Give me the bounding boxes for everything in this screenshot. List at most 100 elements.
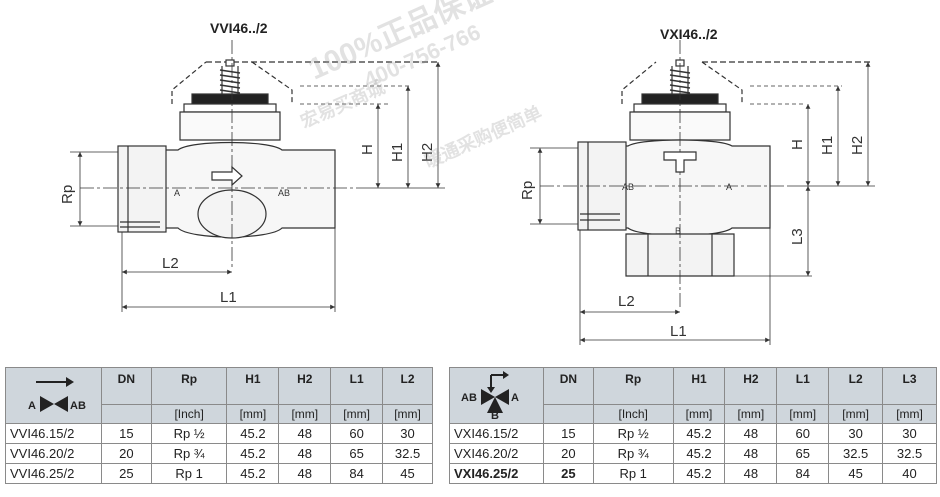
right-label-l2: L2 [618, 293, 635, 310]
left-header-dn: DN [100, 367, 152, 405]
right-cell-dn: 20 [542, 443, 594, 464]
right-cell-h2: 48 [724, 443, 778, 464]
right-cell-l1: 65 [776, 443, 830, 464]
right-cell-h2: 48 [724, 423, 778, 444]
two-way-valve-drawing [70, 40, 445, 312]
three-way-symbol-cell: AB A B [449, 367, 544, 424]
left-cell-h1: 45.2 [226, 423, 280, 444]
right-cell-l2: 30 [828, 423, 884, 444]
right-label-a: A [726, 182, 732, 192]
right-cell-l1: 60 [776, 423, 830, 444]
left-cell-h2: 48 [278, 443, 332, 464]
vvi46-spec-table: A AB DN Rp H1 H2 L1 L2 [Inch] [mm] [mm] … [5, 367, 433, 484]
left-valve-title: VVI46../2 [210, 20, 268, 36]
right-unit-rp: [Inch] [592, 404, 674, 424]
right-label-l3: L3 [789, 228, 806, 245]
left-label-ab: AB [278, 188, 290, 198]
right-label-rp: Rp [519, 181, 536, 200]
three-way-valve-symbol: AB A B [461, 371, 519, 422]
right-header-h2: H2 [724, 367, 778, 405]
left-unit-dn [100, 404, 152, 424]
left-cell-l1: 65 [330, 443, 384, 464]
left-header-rp: Rp [150, 367, 228, 405]
right-cell-rp: Rp ¾ [592, 443, 674, 464]
right-unit-l2: [mm] [828, 404, 884, 424]
vxi46-spec-table: AB A B DN Rp H1 H2 L1 L2 L3 [Inch] [mm] … [449, 367, 937, 484]
right-cell-l1: 84 [776, 463, 830, 484]
two-way-symbol-a: A [28, 400, 36, 412]
left-label-a: A [174, 188, 180, 198]
right-unit-l3: [mm] [882, 404, 937, 424]
left-header-l1: L1 [330, 367, 384, 405]
right-label-b: B [675, 226, 681, 236]
left-cell-l2: 32.5 [382, 443, 433, 464]
right-cell-l3: 32.5 [882, 443, 937, 464]
right-cell-l3: 40 [882, 463, 937, 484]
right-header-rp: Rp [592, 367, 674, 405]
right-unit-h2: [mm] [724, 404, 778, 424]
left-cell-type: VVI46.25/2 [5, 463, 102, 484]
three-way-symbol-b: B [491, 410, 499, 419]
two-way-symbol-ab: AB [70, 400, 86, 412]
right-header-l2: L2 [828, 367, 884, 405]
left-cell-rp: Rp ¾ [150, 443, 228, 464]
right-cell-type: VXI46.15/2 [449, 423, 544, 444]
right-cell-h1: 45.2 [672, 423, 726, 444]
right-cell-h1: 45.2 [672, 463, 726, 484]
left-unit-rp: [Inch] [150, 404, 228, 424]
left-cell-h1: 45.2 [226, 463, 280, 484]
left-cell-l2: 30 [382, 423, 433, 444]
right-valve-title: VXI46../2 [660, 26, 718, 42]
three-way-symbol-ab: AB [461, 392, 477, 404]
right-label-h1: H1 [819, 136, 836, 155]
left-cell-rp: Rp 1 [150, 463, 228, 484]
table-row: VXI46.15/2 15 Rp ½ 45.2 48 60 30 30 [449, 423, 937, 444]
right-cell-rp: Rp ½ [592, 423, 674, 444]
left-cell-dn: 15 [100, 423, 152, 444]
three-way-valve-drawing [530, 40, 875, 345]
left-header-l2: L2 [382, 367, 433, 405]
left-label-l2: L2 [162, 255, 179, 272]
valve-drawing: VVI46../2 A AB Rp H H1 H2 L2 L1 [59, 20, 875, 345]
left-cell-rp: Rp ½ [150, 423, 228, 444]
left-label-h: H [359, 144, 376, 155]
right-label-l1: L1 [670, 323, 687, 340]
left-cell-type: VVI46.15/2 [5, 423, 102, 444]
right-header-l3: L3 [882, 367, 937, 405]
right-cell-type: VXI46.20/2 [449, 443, 544, 464]
right-unit-dn [542, 404, 594, 424]
right-unit-l1: [mm] [776, 404, 830, 424]
right-header-h1: H1 [672, 367, 726, 405]
table-row: VXI46.25/2 25 Rp 1 45.2 48 84 45 40 [449, 463, 937, 484]
left-cell-type: VVI46.20/2 [5, 443, 102, 464]
right-cell-rp: Rp 1 [592, 463, 674, 484]
right-cell-dn: 25 [542, 463, 594, 484]
three-way-symbol-a: A [511, 392, 519, 404]
right-header-dn: DN [542, 367, 594, 405]
two-way-symbol-cell: A AB [5, 367, 102, 424]
left-cell-h2: 48 [278, 463, 332, 484]
left-unit-l2: [mm] [382, 404, 433, 424]
left-header-h2: H2 [278, 367, 332, 405]
right-cell-h1: 45.2 [672, 443, 726, 464]
right-cell-l2: 32.5 [828, 443, 884, 464]
left-cell-l1: 84 [330, 463, 384, 484]
table-row: VXI46.20/2 20 Rp ¾ 45.2 48 65 32.5 32.5 [449, 443, 937, 464]
right-unit-h1: [mm] [672, 404, 726, 424]
two-way-valve-symbol: A AB [28, 377, 86, 412]
left-unit-h2: [mm] [278, 404, 332, 424]
table-row: VVI46.20/2 20 Rp ¾ 45.2 48 65 32.5 [5, 443, 433, 464]
left-label-l1: L1 [220, 289, 237, 306]
left-header-h1: H1 [226, 367, 280, 405]
right-label-ab: AB [622, 182, 634, 192]
right-cell-h2: 48 [724, 463, 778, 484]
left-label-rp: Rp [59, 185, 76, 204]
left-cell-l2: 45 [382, 463, 433, 484]
left-unit-h1: [mm] [226, 404, 280, 424]
table-row: VVI46.25/2 25 Rp 1 45.2 48 84 45 [5, 463, 433, 484]
left-cell-h2: 48 [278, 423, 332, 444]
right-label-h: H [789, 139, 806, 150]
left-label-h1: H1 [389, 143, 406, 162]
right-label-h2: H2 [849, 136, 866, 155]
right-cell-dn: 15 [542, 423, 594, 444]
